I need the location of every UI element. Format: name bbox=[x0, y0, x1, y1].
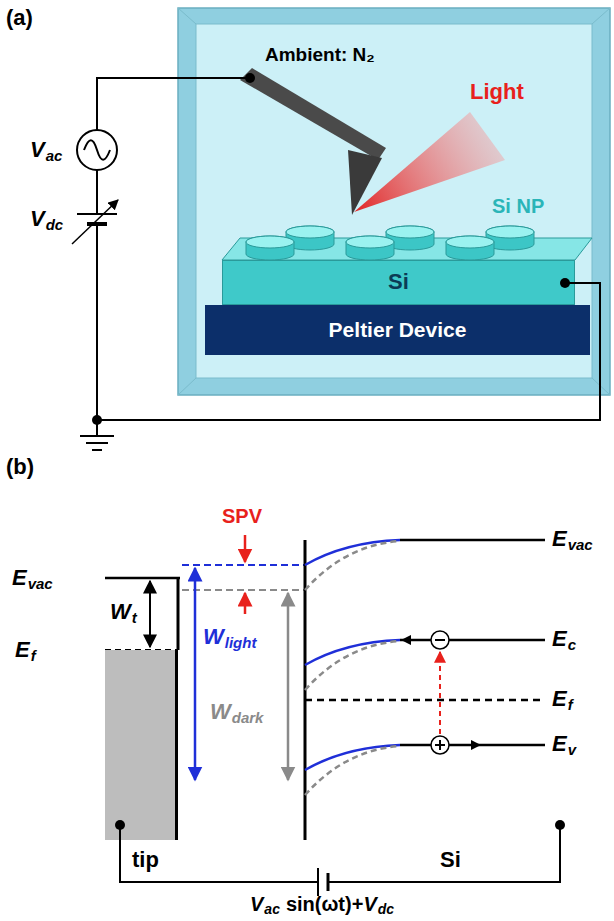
bias-label: ac bbox=[264, 902, 280, 917]
energy-level-label: E bbox=[552, 627, 567, 651]
peltier-device: Peltier Device bbox=[205, 305, 590, 355]
energy-level-label: E bbox=[12, 566, 27, 590]
energy-level-label: E bbox=[15, 638, 30, 662]
node-label: Peltier Device bbox=[329, 318, 467, 341]
source-label: dc bbox=[46, 217, 64, 234]
light-label: Light bbox=[470, 80, 524, 104]
tip-metal: tip bbox=[105, 650, 178, 840]
panel-label: (b) bbox=[6, 455, 34, 479]
panel-label: (a) bbox=[6, 6, 33, 30]
work-function-label: W bbox=[203, 625, 224, 649]
work-function-label: W bbox=[110, 600, 131, 624]
node-label: Ambient: N₂ bbox=[265, 45, 375, 66]
work-function-label: dark bbox=[232, 710, 264, 727]
bias-label: V bbox=[250, 893, 263, 915]
photovoltage-label: SPV bbox=[222, 505, 262, 527]
energy-level-label: vac bbox=[28, 576, 53, 593]
energy-level-label: v bbox=[568, 742, 576, 759]
bias-label: sin(ωt)+ bbox=[286, 893, 363, 915]
chamber: Ambient: N₂ SiPeltier Device bbox=[178, 8, 610, 395]
material-label: Si bbox=[440, 848, 461, 872]
source-label: V bbox=[30, 138, 45, 162]
energy-level-label: f bbox=[568, 697, 573, 714]
source-label: V bbox=[30, 207, 45, 231]
energy-level-label: f bbox=[31, 648, 36, 665]
source-label: ac bbox=[46, 148, 63, 165]
nanopillar-label: Si NP bbox=[492, 195, 544, 217]
work-function-label: light bbox=[225, 635, 257, 652]
bias-label: V bbox=[363, 893, 376, 915]
node-label: tip bbox=[132, 848, 159, 872]
node-label: Si bbox=[388, 270, 409, 294]
si-substrate: Si bbox=[222, 260, 575, 305]
work-function-label: W bbox=[210, 700, 231, 724]
energy-level-label: E bbox=[552, 732, 567, 756]
energy-level-label: E bbox=[552, 527, 567, 551]
energy-level-label: c bbox=[568, 637, 576, 654]
work-function-label: t bbox=[132, 610, 137, 627]
energy-level-label: vac bbox=[568, 537, 593, 554]
energy-level-label: E bbox=[552, 687, 567, 711]
bias-label: dc bbox=[378, 902, 394, 917]
